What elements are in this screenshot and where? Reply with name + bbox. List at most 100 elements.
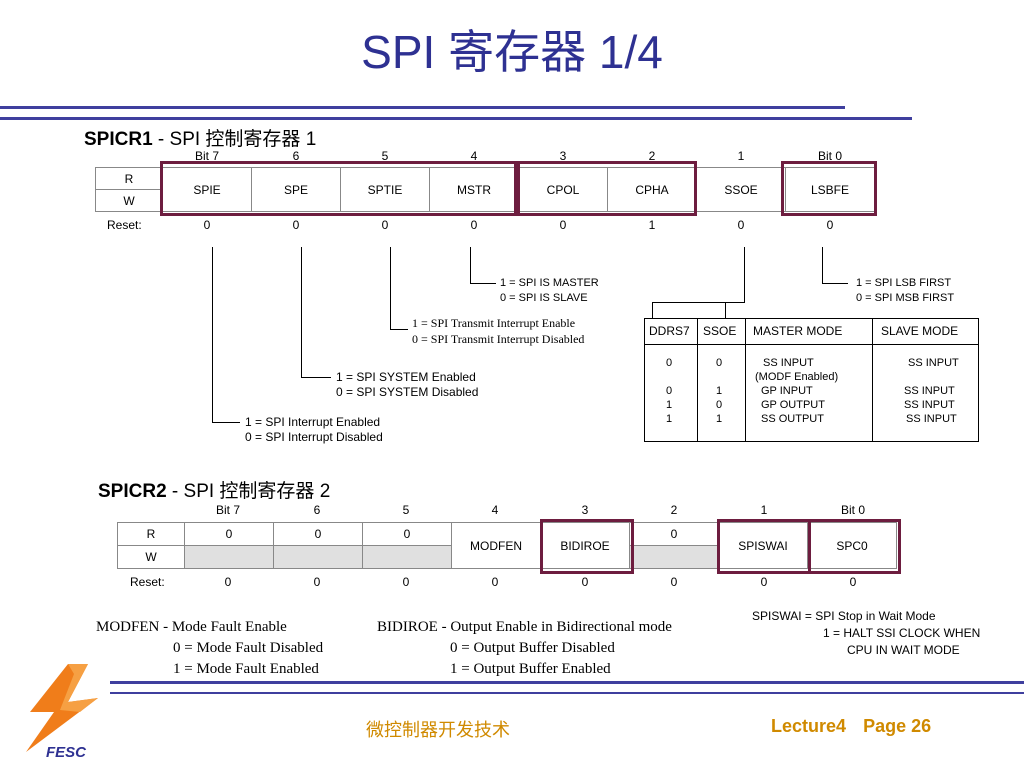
leader-line [390,247,391,329]
spicr2-reset-value: 0 [491,575,499,589]
spicr2-w-unused [362,545,452,569]
mstr-desc-0: 0 = SPI IS SLAVE [500,292,588,304]
footer-lecture: Lecture4 [771,716,847,736]
spiswai-desc-1b: CPU IN WAIT MODE [847,643,960,657]
spicr1-bit-label: 5 [381,149,389,163]
highlight-spiswai [717,519,811,574]
leader-line [470,247,471,283]
lsbfe-description: 1 = SPI LSB FIRST 0 = SPI MSB FIRST [856,276,954,306]
spicr2-reset-value: 0 [849,575,857,589]
spicr2-name: SPICR2 [98,481,167,502]
bidiroe-description: BIDIROE - Output Enable in Bidirectional… [377,617,672,680]
mode-table-header-line [645,344,978,345]
lightning-bolt-icon [26,664,98,752]
spicr1-reset-value: 0 [826,218,834,232]
spicr2-bit-label: Bit 0 [840,503,865,517]
leader-line [390,329,408,330]
spicr2-r-bit6: 0 [273,522,363,546]
leader-line [470,283,496,284]
spicr1-bit-label: 6 [292,149,300,163]
highlight-bidiroe [540,519,634,574]
spicr2-w-unused [184,545,274,569]
spicr2-bit-bidiroe: BIDIROE [540,522,630,569]
spicr2-bit-modfen: MODFEN [451,522,541,569]
lsbfe-desc-0: 0 = SPI MSB FIRST [856,292,955,304]
spicr1-name: SPICR1 [84,129,153,150]
spicr2-bit-label: 1 [760,503,768,517]
leader-line [725,302,726,318]
spicr1-bit-label: Bit 7 [194,149,219,163]
modfen-desc-0: 0 = Mode Fault Disabled [173,640,324,656]
mode-cell-ddrs7: 1 [666,399,673,411]
spicr1-bit-mstr: MSTR [429,167,519,212]
spiswai-desc-1a: 1 = HALT SSI CLOCK WHEN [823,626,981,640]
sptie-description: 1 = SPI Transmit Interrupt Enable 0 = SP… [412,315,584,347]
mode-header-slave: SLAVE MODE [881,324,959,338]
spicr1-reset-label: Reset: [107,218,142,232]
spicr2-subtitle: - SPI 控制寄存器 2 [166,481,331,502]
spicr2-reset-value: 0 [313,575,321,589]
mode-cell-ddrs7: 0 [666,385,673,397]
spicr1-reset-value: 0 [559,218,567,232]
highlight-lsbfe [781,161,877,216]
mode-header-master: MASTER MODE [753,324,843,338]
mode-cell-ssoe: 0 [716,357,723,369]
spicr2-bit-label: 3 [581,503,589,517]
spicr1-register-table: R SPIE SPE SPTIE MSTR CPOL CPHA SSOE LSB… [95,167,875,212]
spicr1-row-w: W [95,189,163,212]
leader-line [212,247,213,422]
spicr2-bit-label: Bit 7 [215,503,240,517]
spicr1-reset-value: 0 [381,218,389,232]
sptie-desc-0: 0 = SPI Transmit Interrupt Disabled [412,332,585,346]
leader-line [822,247,823,283]
spicr2-bit-spc0: SPC0 [807,522,897,569]
mode-table-col-divider [745,319,746,441]
mode-cell-ddrs7: 1 [666,413,673,425]
footer-page-label: Page [863,716,907,736]
spicr1-bit-spie: SPIE [162,167,252,212]
highlight-spie-to-mstr [160,161,517,216]
spicr2-reset-value: 0 [581,575,589,589]
mode-cell-master: SS OUTPUT [761,413,824,425]
mode-table-col-divider [872,319,873,441]
spie-desc-0: 0 = SPI Interrupt Disabled [245,430,383,444]
fesc-logo: FESC [10,660,110,765]
spe-desc-0: 0 = SPI SYSTEM Disabled [336,385,479,399]
mode-cell-slave: SS INPUT [906,413,957,425]
mode-cell-master: SS INPUT [763,357,814,369]
fesc-logo-text: FESC [46,744,87,761]
mode-header-ssoe: SSOE [703,324,737,338]
lsbfe-desc-1: 1 = SPI LSB FIRST [856,277,952,289]
spicr2-row-r: R [117,522,185,546]
spicr2-register-table: R 0 0 0 MODFEN BIDIROE 0 SPISWAI SPC0 W [117,522,897,569]
spicr1-bit-label: 1 [737,149,745,163]
footer-rule-top [110,681,1024,684]
spiswai-description: SPISWAI = SPI Stop in Wait Mode 1 = HALT… [752,608,980,659]
bidiroe-desc-title: BIDIROE - Output Enable in Bidirectional… [377,619,672,635]
spicr1-reset-value: 0 [203,218,211,232]
mode-cell-ssoe: 0 [716,399,723,411]
mode-cell-slave: SS INPUT [904,385,955,397]
spicr2-w-unused [273,545,363,569]
spicr2-r-bit2: 0 [629,522,719,546]
footer-page-info: Lecture4 Page 26 [771,716,931,737]
spicr2-bit-label: 4 [491,503,499,517]
spicr2-reset-value: 0 [224,575,232,589]
spicr2-bit-spiswai: SPISWAI [718,522,808,569]
leader-line [652,302,653,318]
bidiroe-desc-0: 0 = Output Buffer Disabled [450,640,615,656]
highlight-spc0 [808,519,901,574]
mode-cell-master: GP INPUT [761,385,813,397]
title-rule-top [0,106,845,109]
footer-page-number: 26 [911,716,932,736]
footer-course: 微控制器开发技术 [366,720,510,740]
leader-line [301,377,331,378]
spicr1-heading: SPICR1 - SPI 控制寄存器 1 [84,124,316,151]
title-rule-bottom [0,117,912,120]
spicr2-w-unused [629,545,719,569]
spicr1-bit-label: 3 [559,149,567,163]
bidiroe-desc-1: 1 = Output Buffer Enabled [450,661,611,677]
footer-rule-bottom [110,692,1024,694]
modfen-desc-title: MODFEN - Mode Fault Enable [96,619,287,635]
spicr2-reset-value: 0 [760,575,768,589]
